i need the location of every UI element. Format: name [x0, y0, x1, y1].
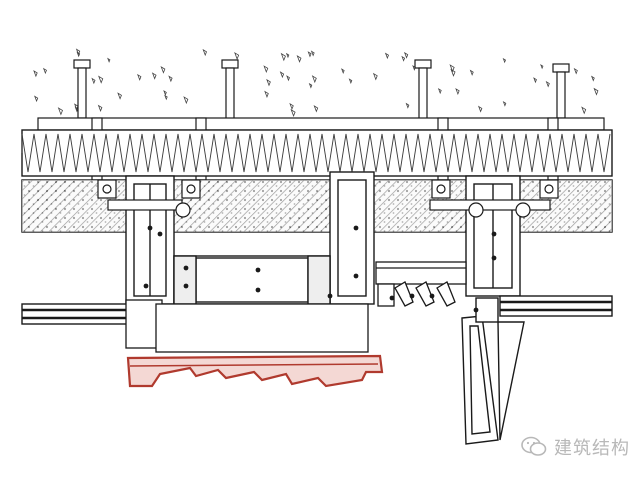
concrete-speckle [164, 94, 168, 101]
concrete-slab [33, 48, 599, 118]
glass-panes [21, 295, 613, 353]
concrete-speckle [502, 57, 506, 64]
concrete-speckle [437, 87, 442, 95]
fasteners [143, 225, 497, 313]
fastener [353, 273, 359, 279]
concrete-speckle [593, 87, 599, 96]
concrete-speckle [310, 50, 315, 57]
concrete-speckle [313, 105, 319, 113]
fastener [389, 295, 395, 301]
concrete-speckle [405, 102, 410, 109]
concrete-speckle [151, 72, 157, 80]
insulation-layer [21, 129, 613, 177]
concrete-speckle [348, 78, 353, 85]
concrete-speckle [290, 108, 296, 118]
concrete-speckle [477, 105, 483, 113]
louver-transom [375, 261, 467, 307]
anchor-bolts [73, 59, 570, 121]
mullion-left [125, 175, 175, 305]
concrete-speckle [449, 64, 455, 73]
concrete-speckle [311, 75, 317, 84]
concrete-speckle [160, 66, 166, 74]
watermark: 建筑结构 [520, 434, 630, 460]
fastener [255, 267, 261, 273]
concrete-speckle [137, 73, 142, 81]
concrete-speckle [33, 70, 38, 78]
wechat-icon [521, 436, 547, 456]
concrete-speckle [76, 51, 81, 58]
glass-pane-right [499, 295, 613, 317]
anchor-bolt [552, 63, 570, 119]
concrete-speckle [285, 52, 290, 59]
concrete-speckle [97, 104, 103, 112]
concrete-speckle [280, 52, 286, 62]
fastener [143, 283, 149, 289]
concrete-speckle [74, 106, 79, 113]
mullion-center [329, 171, 375, 305]
concrete-speckle [372, 72, 378, 81]
concrete-speckle [286, 75, 290, 82]
concrete-speckle [450, 68, 456, 77]
fastener [147, 225, 153, 231]
concrete-speckle [469, 69, 474, 76]
concrete-speckle [91, 77, 96, 85]
concrete-speckle [183, 96, 189, 105]
concrete-speckle [263, 65, 269, 74]
brackets [97, 179, 559, 218]
anchor-bolt [221, 59, 239, 121]
concrete-speckle [591, 75, 595, 82]
concrete-speckle [403, 51, 409, 59]
concrete-speckle [98, 75, 104, 84]
anchor-bolt [414, 59, 432, 121]
transom-box [173, 255, 331, 305]
concrete-speckle [573, 67, 578, 75]
concrete-speckle [34, 95, 39, 103]
fastener [353, 225, 359, 231]
concrete-speckle [308, 82, 313, 89]
concrete-speckle [581, 106, 587, 115]
fastener [157, 231, 163, 237]
concrete-speckle [502, 101, 507, 107]
concrete-speckle [545, 80, 550, 88]
concrete-speckle [57, 107, 63, 116]
concrete-speckle [74, 103, 79, 111]
concrete-speckle [384, 52, 389, 60]
watermark-text: 建筑结构 [554, 438, 630, 459]
concrete-speckle [117, 92, 122, 100]
concrete-speckle [341, 68, 345, 74]
concrete-speckle [163, 90, 167, 96]
red-sunshade-profile [126, 354, 384, 388]
concrete-speckle [264, 90, 269, 98]
fastener [473, 307, 479, 313]
concrete-speckle [107, 57, 111, 63]
fastener [255, 287, 261, 293]
concrete-speckle [296, 55, 302, 63]
mullions [125, 171, 521, 305]
angled-fin [461, 297, 525, 445]
concrete-speckle [307, 51, 312, 58]
fastener [429, 293, 435, 299]
concrete-speckle [234, 52, 240, 61]
fastener [409, 293, 415, 299]
concrete-speckle [168, 75, 173, 83]
concrete-speckle [42, 67, 47, 75]
concrete-speckle [75, 48, 81, 56]
concrete-speckle [533, 77, 537, 84]
concrete-speckle [266, 78, 271, 87]
concrete-speckle [540, 63, 544, 70]
fastener [183, 283, 189, 289]
concrete-speckle [289, 102, 294, 111]
fastener [491, 231, 497, 237]
concrete-speckle [202, 48, 207, 57]
fastener [491, 255, 497, 261]
concrete-speckle [455, 88, 460, 96]
fastener [183, 265, 189, 271]
fastener [327, 293, 333, 299]
concrete-speckle [279, 71, 285, 79]
concrete-speckle [401, 55, 406, 62]
